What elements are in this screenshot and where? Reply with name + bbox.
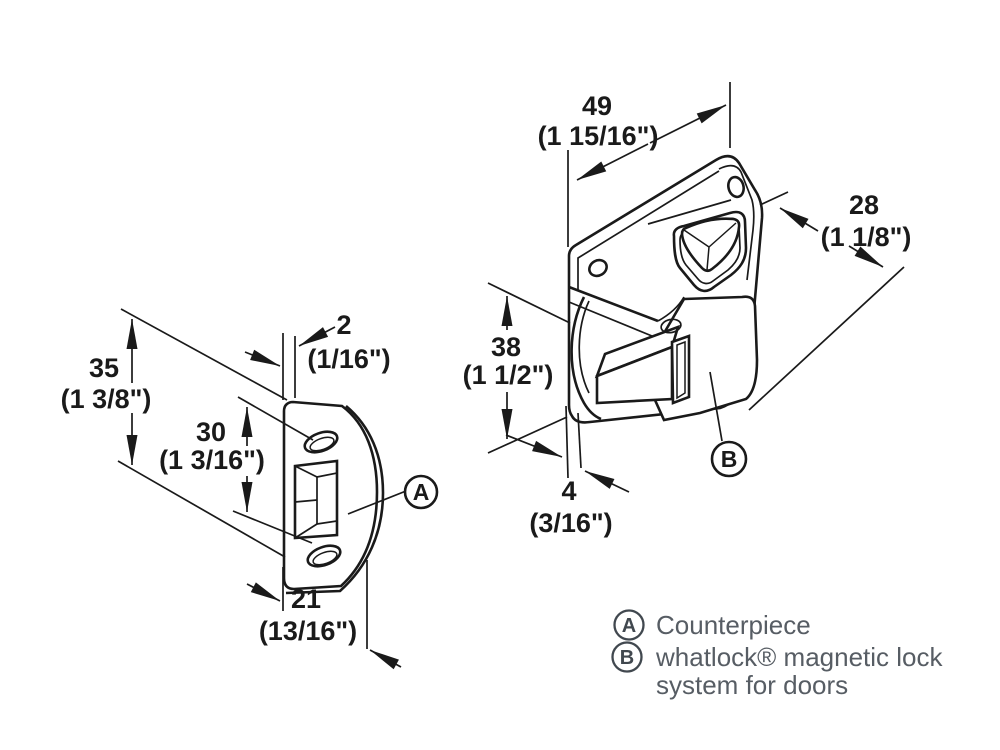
dim-35-mm: 35 xyxy=(89,353,119,383)
counterpiece-latch-opening xyxy=(293,459,339,540)
dimension-counterpiece-width: 21 (13/16") xyxy=(246,560,402,670)
lock-flange xyxy=(568,285,685,337)
dim-2-inch: (1/16") xyxy=(307,344,390,374)
part-letter-a: A xyxy=(413,479,430,505)
lock-panel-line xyxy=(647,199,732,225)
dim-49-inch: (1 15/16") xyxy=(538,121,659,151)
lock-screw-hole-left xyxy=(588,258,608,278)
dim-30-inch: (1 3/16") xyxy=(159,445,265,475)
legend-text-lock-line1: whatlock® magnetic lock xyxy=(655,642,943,672)
dim-38-mm: 38 xyxy=(491,332,521,362)
lock-plate-inner-edge xyxy=(577,170,720,290)
legend-text-lock-line2: system for doors xyxy=(656,670,848,700)
dimension-counterpiece-height: 35 (1 3/8") xyxy=(61,308,288,558)
part-letter-b: B xyxy=(721,446,738,472)
lock-plate-inner-right xyxy=(718,164,755,281)
dim-28-mm: 28 xyxy=(849,190,879,220)
counterpiece-plate xyxy=(282,400,379,591)
dim-4-mm: 4 xyxy=(561,476,576,506)
counterpiece-plate-edge xyxy=(285,405,385,595)
dimension-lock-depth: 28 (1 1/8") xyxy=(748,190,912,411)
dim-28-inch: (1 1/8") xyxy=(821,222,912,252)
legend-item-a: A Counterpiece xyxy=(613,609,811,641)
part-label-a: A xyxy=(347,474,439,515)
lock-screw-hole-right xyxy=(727,175,745,199)
legend: A Counterpiece B whatlock® magnetic lock… xyxy=(611,609,943,700)
dim-2-mm: 2 xyxy=(336,310,351,340)
dim-30-mm: 30 xyxy=(196,417,226,447)
dim-35-inch: (1 3/8") xyxy=(61,384,152,414)
lock-latch-bolt xyxy=(594,324,691,405)
dimension-lock-plate-thickness: 4 (3/16") xyxy=(505,405,630,538)
part-label-b: B xyxy=(709,371,748,478)
legend-text-counterpiece: Counterpiece xyxy=(656,610,811,640)
dimension-lock-height: 38 (1 1/2") xyxy=(463,282,571,454)
dim-4-inch: (3/16") xyxy=(529,508,612,538)
counterpiece-drawing xyxy=(282,400,385,595)
dimension-lock-width: 49 (1 15/16") xyxy=(538,82,731,247)
dimension-counterpiece-hole-spacing: 30 (1 3/16") xyxy=(159,396,314,544)
lock-drawing xyxy=(567,154,764,424)
legend-key-b: B xyxy=(620,647,634,669)
lock-turn-knob xyxy=(672,210,748,293)
lock-top-hole xyxy=(660,318,682,334)
counterpiece-screw-hole-bottom xyxy=(306,544,342,568)
dimension-counterpiece-thickness: 2 (1/16") xyxy=(244,310,391,400)
legend-key-a: A xyxy=(622,615,636,637)
counterpiece-screw-hole-top xyxy=(303,430,339,454)
legend-item-b: B whatlock® magnetic lock system for doo… xyxy=(611,641,943,700)
dim-38-inch: (1 1/2") xyxy=(463,360,554,390)
dim-21-mm: 21 xyxy=(291,584,321,614)
dim-49-mm: 49 xyxy=(582,91,612,121)
dim-21-inch: (13/16") xyxy=(259,616,357,646)
